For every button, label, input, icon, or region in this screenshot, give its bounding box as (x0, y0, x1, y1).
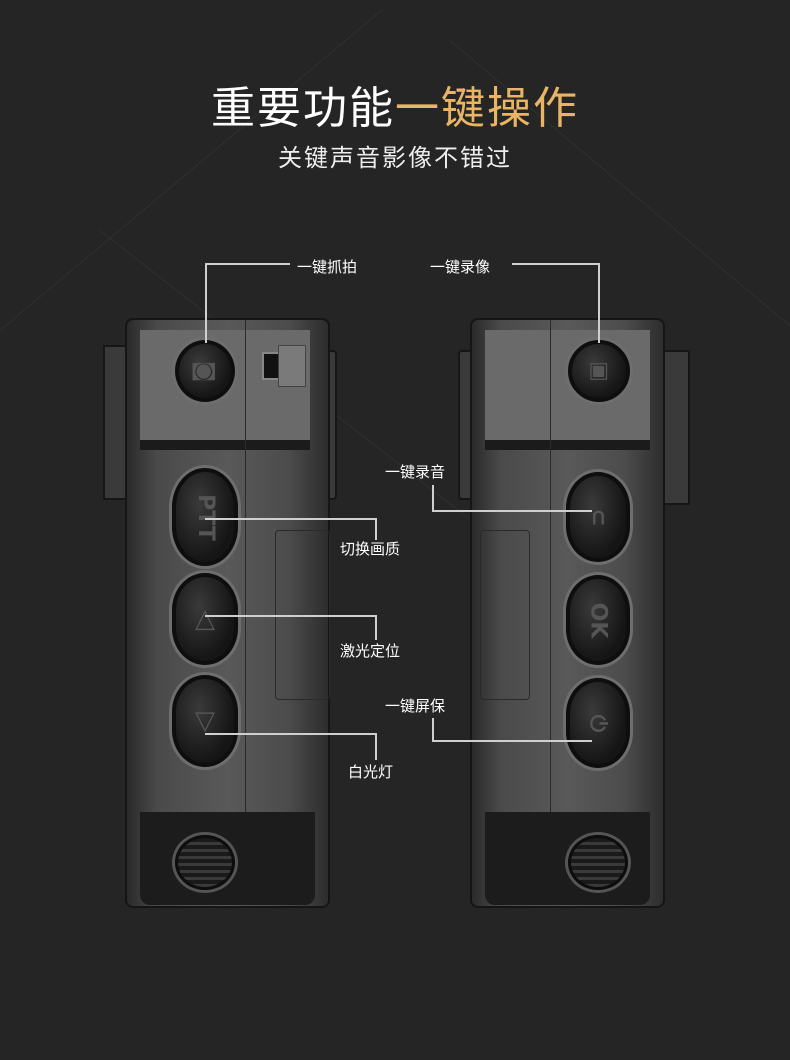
callout-line (375, 733, 377, 760)
title-white: 重要功能 (211, 83, 395, 134)
callout-line (205, 263, 207, 343)
callout-audio: 一键录音 (385, 463, 446, 481)
callout-line (205, 733, 377, 735)
triangle-up-icon: △ (195, 604, 215, 634)
video-button[interactable]: ▣ (568, 340, 630, 402)
ptt-button[interactable]: PTT (172, 468, 238, 566)
laser-button[interactable]: △ (172, 573, 238, 665)
snapshot-button[interactable]: ◙ (175, 340, 235, 402)
callout-line (432, 485, 434, 512)
ptt-label: PTT (192, 493, 218, 541)
side-panel (480, 530, 530, 700)
callout-line (205, 263, 290, 265)
ok-label: OK (585, 602, 611, 638)
seam (550, 320, 551, 900)
seam (245, 320, 246, 900)
title-highlight: 一键操作 (395, 83, 579, 134)
callout-line (598, 263, 600, 343)
callout-line (375, 615, 377, 640)
bottom-knob[interactable] (175, 835, 235, 890)
callout-line (205, 615, 377, 617)
switch-tab[interactable] (278, 345, 306, 387)
callout-screensaver: 一键屏保 (385, 697, 446, 715)
triangle-down-icon: ▽ (195, 706, 215, 736)
audio-button[interactable]: ⊂ (566, 472, 630, 562)
callout-line (205, 518, 377, 520)
power-button[interactable]: ⏻ (566, 678, 630, 768)
callout-quality: 切换画质 (340, 540, 401, 558)
device-cap (485, 330, 650, 450)
callout-line (432, 740, 592, 742)
callout-video: 一键录像 (430, 258, 491, 276)
callout-snapshot: 一键抓拍 (297, 258, 358, 276)
ok-button[interactable]: OK (566, 575, 630, 665)
camera-icon: ◙ (192, 360, 218, 382)
bottom-knob[interactable] (568, 835, 628, 890)
video-camera-icon: ▣ (586, 360, 612, 382)
callout-laser: 激光定位 (340, 642, 401, 660)
callout-line (512, 263, 600, 265)
callout-line (432, 718, 434, 742)
page-title: 重要功能一键操作 (0, 72, 790, 136)
page-subtitle: 关键声音影像不错过 (278, 144, 512, 172)
callout-light: 白光灯 (348, 763, 394, 781)
callout-line (375, 518, 377, 540)
light-button[interactable]: ▽ (172, 675, 238, 767)
power-icon: ⏻ (585, 714, 611, 732)
callout-line (432, 510, 592, 512)
